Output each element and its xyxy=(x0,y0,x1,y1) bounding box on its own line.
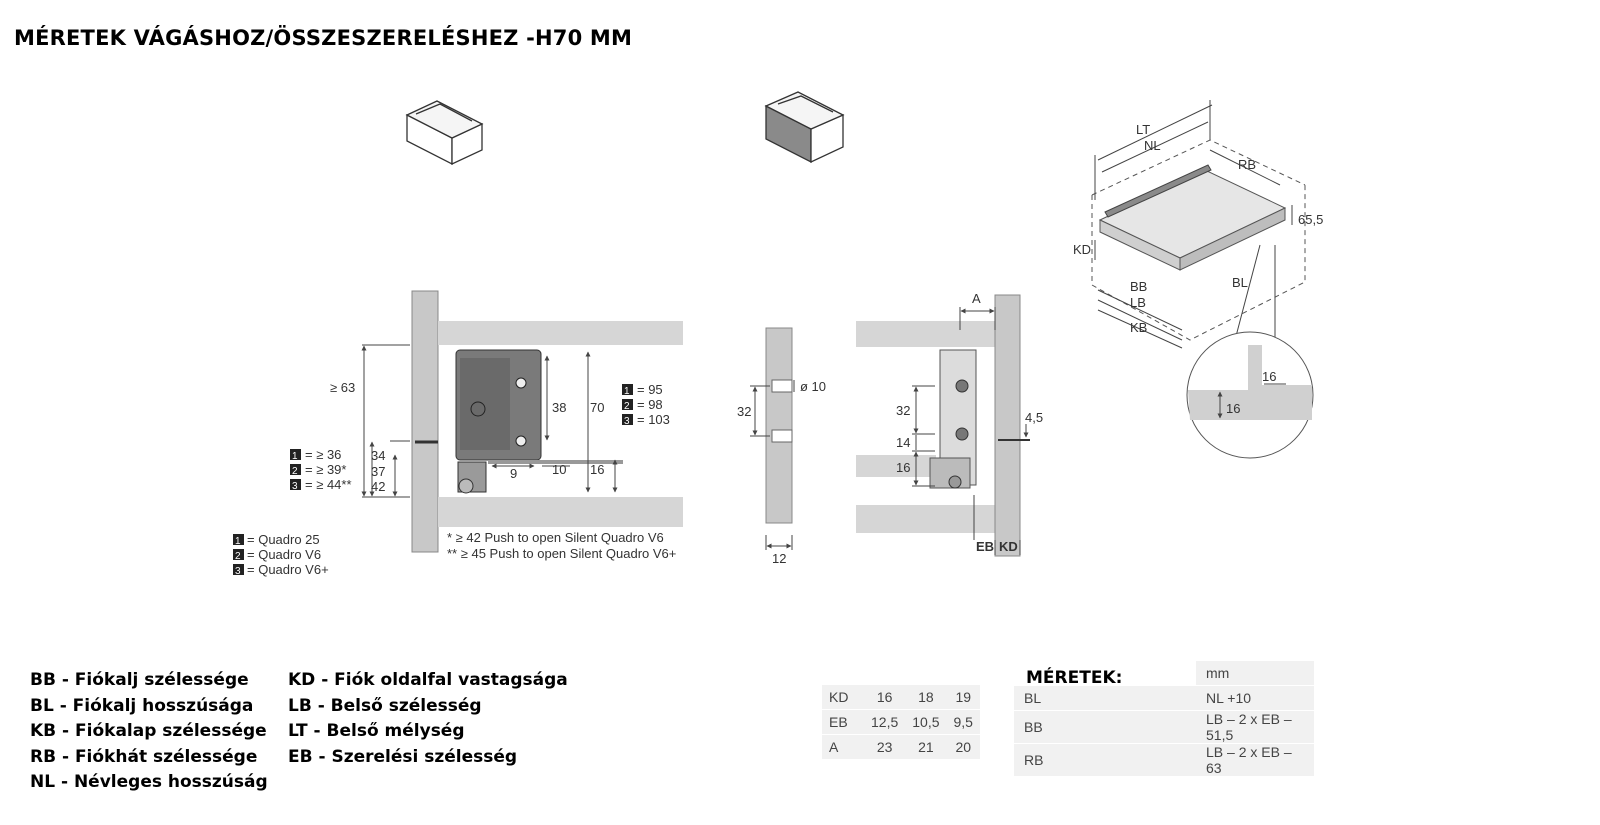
label-kb: KB xyxy=(1130,320,1147,335)
variant-1: = Quadro 25 xyxy=(247,532,320,547)
dim-diam10: ø 10 xyxy=(800,379,826,394)
legend-lt: LT - Belső mélység xyxy=(288,721,465,741)
label-bl: BL xyxy=(1232,275,1248,290)
table-row: mm xyxy=(1014,661,1314,686)
legend-right: KD - Fiók oldalfal vastagsága LB - Belső… xyxy=(288,670,568,772)
variant-3: = Quadro V6+ xyxy=(247,562,329,577)
dim-70: 70 xyxy=(590,400,604,415)
box-r3: 3 xyxy=(624,416,630,427)
label-nl: NL xyxy=(1144,138,1161,153)
label-bb: BB xyxy=(1130,279,1147,294)
dim-16: 16 xyxy=(590,462,604,477)
label-lb: LB xyxy=(1130,295,1146,310)
legend-rb: RB - Fiókhát szélessége xyxy=(30,746,258,767)
dim-14: 14 xyxy=(896,435,910,450)
left-list-1: = ≥ 36 xyxy=(305,447,341,462)
dim-4-5: 4,5 xyxy=(1025,410,1043,425)
variant-2: = Quadro V6 xyxy=(247,547,321,562)
label-lt: LT xyxy=(1136,122,1150,137)
isometric-drawing: LT NL RB 65,5 KD BB LB KB BL 16 16 xyxy=(1073,100,1323,459)
label-kd: KD xyxy=(1073,242,1091,257)
dim-12: 12 xyxy=(772,551,786,566)
table-row: EB 12,5 10,5 9,5 xyxy=(822,709,980,735)
legend-kb: KB - Fiókalap szélessége xyxy=(30,721,267,741)
table-row: BB LB – 2 x EB – 51,5 xyxy=(1014,710,1314,744)
label-65-5: 65,5 xyxy=(1298,212,1323,227)
legend-bb: BB - Fiókalj szélessége xyxy=(30,670,249,690)
right-list-1: = 95 xyxy=(637,382,663,397)
box-r2: 2 xyxy=(624,401,630,412)
detail-16-top: 16 xyxy=(1262,369,1276,384)
dim-16-rail: 16 xyxy=(896,460,910,475)
note-1: * ≥ 42 Push to open Silent Quadro V6 xyxy=(447,530,664,545)
legend-kd: KD - Fiók oldalfal vastagsága xyxy=(288,670,568,690)
rail-view-drawing: A 32 14 16 4,5 EB KD xyxy=(856,291,1043,557)
box-v3: 3 xyxy=(235,566,241,577)
dim-kd: KD xyxy=(999,539,1018,554)
legend-eb: EB - Szerelési szélesség xyxy=(288,746,518,767)
right-list-2: = 98 xyxy=(637,397,663,412)
legend-nl: NL - Névleges hosszúság xyxy=(30,772,268,792)
note-2: ** ≥ 45 Push to open Silent Quadro V6+ xyxy=(447,546,676,561)
dim-eb: EB xyxy=(976,539,994,554)
table-row: BL NL +10 xyxy=(1014,685,1314,711)
left-list-3: = ≥ 44** xyxy=(305,477,352,492)
front-panel-drawing: ø 10 32 12 xyxy=(737,327,826,566)
meretek-title: MÉRETEK: xyxy=(1026,668,1123,688)
dim-a: A xyxy=(972,291,981,306)
legend-left: BB - Fiókalj szélessége BL - Fiókalj hos… xyxy=(30,670,268,798)
box-1: 1 xyxy=(292,451,298,462)
dim-10: 10 xyxy=(552,462,566,477)
drawer-icon-front xyxy=(764,91,845,164)
legend-bl: BL - Fiókalj hosszúsága xyxy=(30,695,254,716)
box-3: 3 xyxy=(292,481,298,492)
right-list-3: = 103 xyxy=(637,412,670,427)
meretek-table: mm BL NL +10 BB LB – 2 x EB – 51,5 RB LB… xyxy=(1014,661,1314,777)
left-list-2: = ≥ 39* xyxy=(305,462,346,477)
detail-16-side: 16 xyxy=(1226,401,1240,416)
dim-9: 9 xyxy=(510,466,517,481)
label-rb: RB xyxy=(1238,157,1256,172)
dim-32-front: 32 xyxy=(737,404,751,419)
dim-37: 37 xyxy=(371,464,385,479)
box-v1: 1 xyxy=(235,536,241,547)
table-row: KD 16 18 19 xyxy=(822,685,980,710)
dim-32-rail: 32 xyxy=(896,403,910,418)
dim-38: 38 xyxy=(552,400,566,415)
dim-34: 34 xyxy=(371,448,385,463)
page-title: MÉRETEK VÁGÁSHOZ/ÖSSZESZERELÉSHEZ -H70 M… xyxy=(14,26,633,50)
drawer-icon-open xyxy=(405,100,484,166)
box-2: 2 xyxy=(292,466,298,477)
dim-42: 42 xyxy=(371,479,385,494)
box-v2: 2 xyxy=(235,551,241,562)
table-row: A 23 21 20 xyxy=(822,734,980,760)
kd-eb-a-table: KD 16 18 19 EB 12,5 10,5 9,5 A 23 21 20 xyxy=(822,685,980,760)
dim-ge63: ≥ 63 xyxy=(330,380,355,395)
side-view-drawing: ≥ 63 34 37 42 38 70 9 10 16 1 2 3 = ≥ 36… xyxy=(233,290,683,577)
table-row: RB LB – 2 x EB – 63 xyxy=(1014,743,1314,777)
unit-header: mm xyxy=(1196,661,1314,686)
legend-lb: LB - Belső szélesség xyxy=(288,695,482,716)
box-r1: 1 xyxy=(624,386,630,397)
